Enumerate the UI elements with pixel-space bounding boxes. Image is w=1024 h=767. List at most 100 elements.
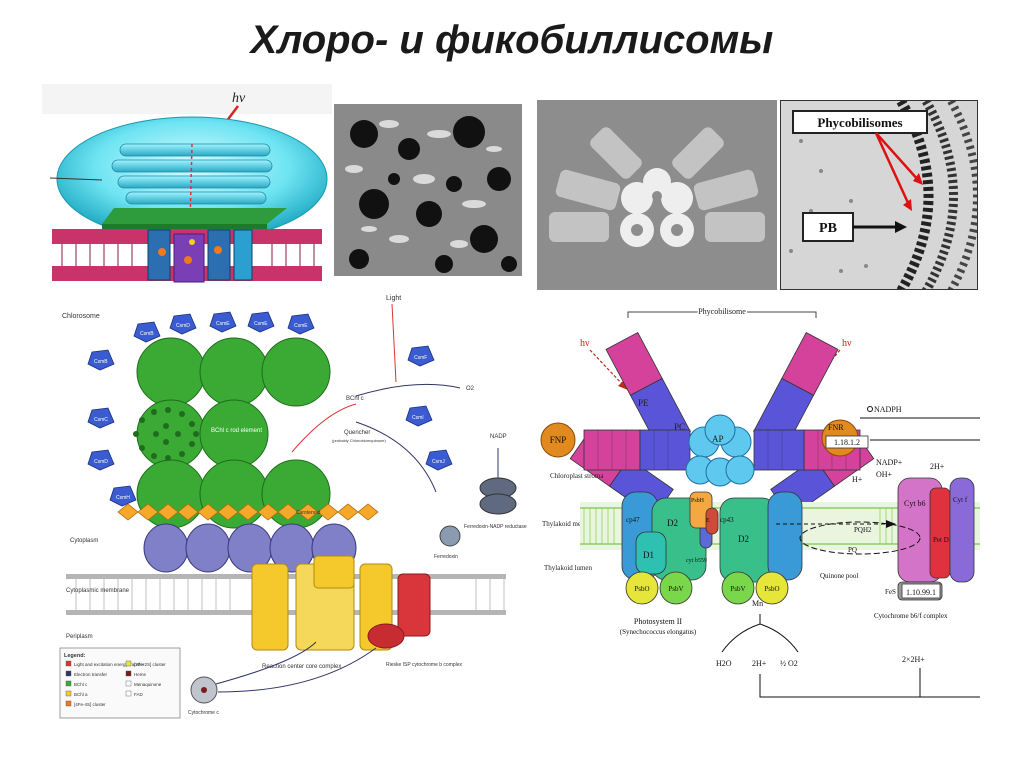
psbv-right-label: PsbV <box>730 585 745 593</box>
ap-label: AP <box>712 434 724 444</box>
light-label: Light <box>386 295 401 302</box>
o2-half-label: ½ O2 <box>780 659 798 668</box>
legend-item: Light and excitation energy transfer <box>74 662 145 667</box>
pb-label: PB <box>819 221 837 236</box>
cp47-label: cp47 <box>626 516 640 524</box>
o2-label: O2 <box>466 386 475 392</box>
d2-left-label: D2 <box>667 518 678 528</box>
quinone-pool-label: Quinone pool <box>820 572 858 580</box>
cyt-complex-label: Cytochrome b6/f complex <box>874 612 948 620</box>
h2o-label: H2O <box>716 659 732 668</box>
svg-text:CsmH: CsmH <box>116 495 130 501</box>
psbv-left-label: PsbV <box>668 585 683 593</box>
fnr-ec-label: 1.18.1.2 <box>834 438 860 447</box>
svg-text:CsmF: CsmF <box>414 355 427 361</box>
two-h-plus-top-label: 2H+ <box>930 462 945 471</box>
legend-swatch <box>125 660 132 667</box>
photosystem-ii-scheme: Phycobilisome hν hν PE PC AP FNP <box>540 302 980 707</box>
legend-item: Menaquinone <box>134 682 162 687</box>
rc-core-label: Reaction center core complex <box>262 664 341 670</box>
legend-swatch <box>65 670 72 677</box>
rieske-label: Rieske ISP cytochrome b complex <box>386 662 463 668</box>
micrograph-1 <box>334 104 522 276</box>
legend-item: [4Fe-4S] cluster <box>74 702 106 707</box>
cyt-f-label: Cyt f <box>953 496 968 504</box>
legend-item: Electron transfer <box>74 672 108 677</box>
chloroplast-stroma-label: Chloroplast stroma <box>550 472 604 480</box>
bchl-c-rod-label: BChl c rod element <box>211 428 262 434</box>
legend-item: BChl c <box>74 682 88 687</box>
cyt-b6-label: Cyt b6 <box>904 499 926 508</box>
legend-swatch <box>65 690 72 697</box>
d2-right-label: D2 <box>738 534 749 544</box>
fnp-label: FNP <box>550 435 567 445</box>
pc-label: PC <box>674 422 685 432</box>
svg-text:CsmE: CsmE <box>254 321 268 327</box>
legend-swatch <box>65 700 72 707</box>
h-plus-label: H+ <box>852 475 863 484</box>
fnr-label: Ferredoxin-NADP reductase <box>464 524 527 530</box>
cp43-label: cp43 <box>720 516 734 524</box>
pet-d-label: Pet D <box>933 536 949 544</box>
legend-swatch <box>65 680 72 687</box>
legend-swatch <box>125 680 132 687</box>
legend-item: BChl a <box>74 692 88 697</box>
svg-text:CsmJ: CsmJ <box>432 459 445 465</box>
two-h-plus-bottom-label: 2H+ <box>752 659 767 668</box>
quencher-label: Quencher <box>344 430 370 436</box>
oh-plus-label: OH+ <box>876 470 893 479</box>
legend-item: FAD <box>134 692 144 697</box>
carotenoid-label: Carotenoid <box>296 510 321 516</box>
mn-label: Mn <box>752 599 763 608</box>
periplasm-label: Periplasm <box>66 634 93 640</box>
svg-text:CsmC: CsmC <box>94 417 108 423</box>
cytoplasm-label: Cytoplasm <box>70 538 98 544</box>
pq-label: PQ <box>848 546 857 554</box>
pe-label: PE <box>638 398 649 408</box>
psbe-label: E <box>706 518 710 524</box>
hv-label: hν <box>232 91 246 106</box>
legend-swatch <box>125 670 132 677</box>
cyt-ec-label: 1.10.99.1 <box>906 588 936 597</box>
legend-title: Legend: <box>64 653 86 659</box>
organism-label: (Synechococcus elongatus) <box>620 628 697 636</box>
photosystem-ii-label: Photosystem II <box>634 617 683 626</box>
svg-text:CsmD: CsmD <box>94 459 108 465</box>
svg-text:CsmE: CsmE <box>294 323 308 329</box>
nadp-label: NADP <box>490 434 507 440</box>
chlorosome-model-image: hν <box>42 84 332 296</box>
micrograph-3: Phycobilisomes PB <box>780 100 978 290</box>
page-title: Хлоро- и фикобиллисомы <box>250 18 774 62</box>
thylakoid-lumen-label: Thylakoid lumen <box>544 564 593 572</box>
svg-text:CsmB: CsmB <box>94 359 108 365</box>
ferredoxin-label: Ferredoxin <box>434 554 458 560</box>
micrograph-2 <box>537 100 777 290</box>
chlorosome-label: Chlorosome <box>62 313 100 320</box>
d1-label: D1 <box>643 550 654 560</box>
pqh2-label: PQH2 <box>854 526 872 534</box>
psbh-label: PsbH <box>691 498 705 504</box>
cytoplasmic-membrane-label: Cytoplasmic membrane <box>66 588 130 594</box>
quencher-sub-label: (probably Chlorobiumquinone) <box>332 438 386 443</box>
two-x-two-h-label: 2×2H+ <box>902 655 925 664</box>
hv-left-label: hν <box>580 338 590 349</box>
legend-item: [2Fe-2S] cluster <box>134 662 166 667</box>
hv-right-label: hν <box>842 338 852 349</box>
cyt-b559-label: cyt b559 <box>686 558 707 564</box>
fes-label: FeS <box>885 588 896 596</box>
cytochrome-c-label: Cytochrome c <box>188 710 219 716</box>
svg-text:CsmI: CsmI <box>412 415 424 421</box>
phycobilisomes-label: Phycobilisomes <box>817 115 902 130</box>
legend-item: Heme <box>134 672 147 677</box>
bchl-c-label: BChl c <box>346 396 364 402</box>
psbo-left-label: PsbO <box>634 585 649 593</box>
legend-swatch <box>65 660 72 667</box>
psbo-right-label: PsbO <box>764 585 779 593</box>
nadph-label: NADPH <box>874 405 902 414</box>
svg-text:CsmD: CsmD <box>176 323 190 329</box>
thylakoid-membrane-label: Thylakoid membrane <box>542 520 602 528</box>
legend-swatch <box>125 690 132 697</box>
nadp-plus-label: NADP+ <box>876 458 903 467</box>
fnr-label: FNR <box>828 423 844 432</box>
